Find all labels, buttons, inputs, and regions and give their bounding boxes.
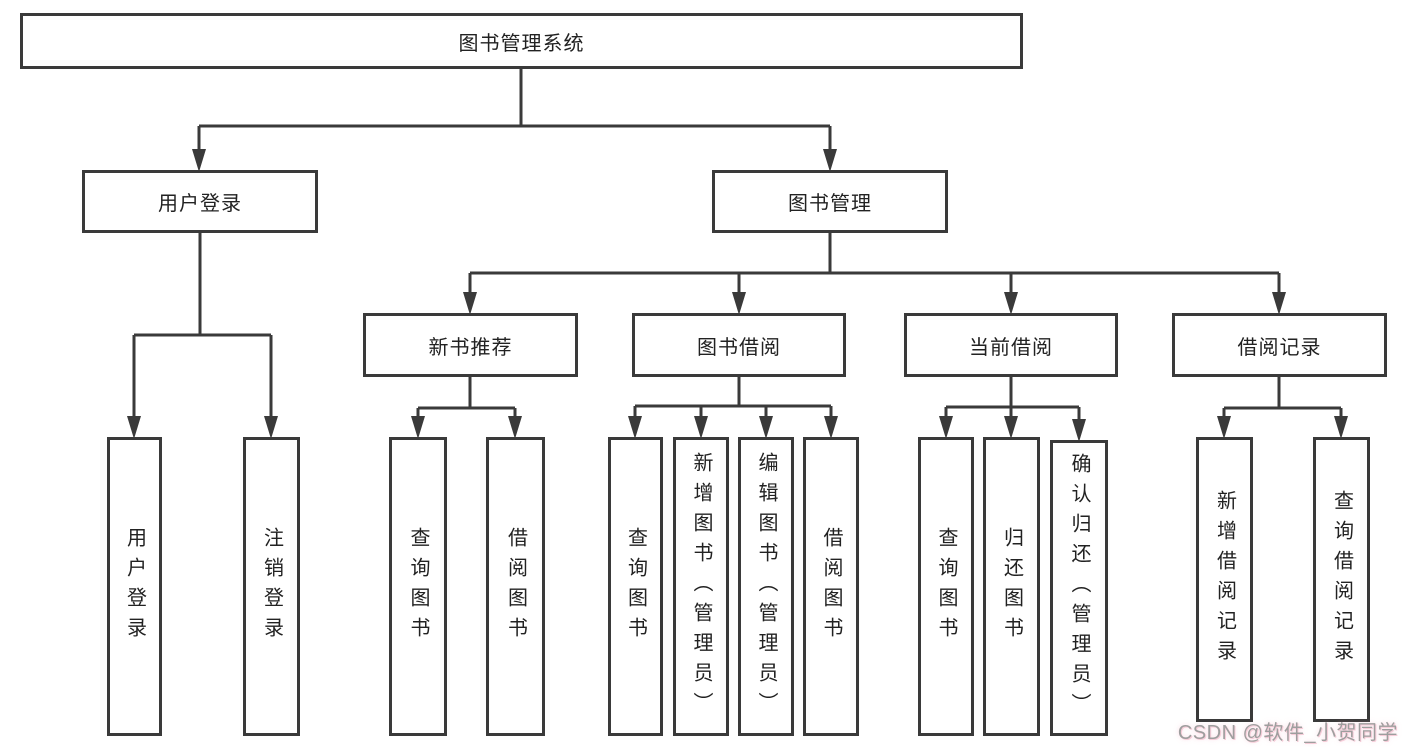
node-book-management: 图书管理 [712,170,948,233]
leaf-add-borrow-record: 新增借阅记录 [1196,437,1253,722]
leaf-query-books-borrow: 查询图书 [608,437,663,736]
node-borrow-records: 借阅记录 [1172,313,1387,377]
node-new-book-recommend: 新书推荐 [363,313,578,377]
leaf-query-borrow-record: 查询借阅记录 [1313,437,1370,722]
leaf-logout: 注销登录 [243,437,300,736]
leaf-edit-books-admin: 编辑图书（管理员） [738,437,794,736]
node-library-system: 图书管理系统 [20,13,1023,69]
watermark: CSDN @软件_小贺同学 [1177,722,1398,744]
node-current-borrowing: 当前借阅 [904,313,1118,377]
leaf-query-books-current: 查询图书 [918,437,974,736]
leaf-add-books-admin: 新增图书（管理员） [673,437,729,736]
node-book-borrowing: 图书借阅 [632,313,846,377]
leaf-user-login: 用户登录 [107,437,162,736]
leaf-borrow-books: 借阅图书 [803,437,859,736]
leaf-confirm-return-admin: 确认归还（管理员） [1050,440,1108,736]
node-user-login: 用户登录 [82,170,318,233]
leaf-query-books-recommend: 查询图书 [389,437,447,736]
leaf-return-books: 归还图书 [983,437,1040,736]
leaf-borrow-books-recommend: 借阅图书 [486,437,545,736]
